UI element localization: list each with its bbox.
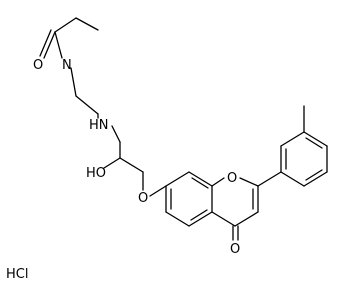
bond-n-ch2 — [70, 67, 77, 97]
bond-ring-b2 — [239, 177, 259, 187]
bond-ring-a-inner2 — [190, 209, 208, 221]
atom-labels: O N HN HO O O O — [33, 58, 240, 257]
bond-ch-ch2 — [119, 157, 144, 173]
bond-carbonyl-2 — [39, 29, 52, 57]
bond-ch2-ch2 — [75, 95, 99, 115]
bond-ring-c-inner3 — [305, 169, 323, 181]
amine-label: HN — [89, 118, 109, 133]
bond-ring-a5 — [165, 211, 190, 227]
bond-ethyl-2 — [54, 17, 77, 33]
bond-carbonyl-1 — [43, 31, 56, 59]
bond-ring-b4 — [234, 211, 259, 227]
salt-label: HCl — [6, 267, 28, 282]
hydroxyl-label: HO — [86, 166, 106, 181]
bond-c2-aryl — [257, 171, 282, 187]
bond-o-aryl — [149, 185, 167, 197]
bond-ring-c3 — [303, 131, 328, 147]
bond-nh-ch2 — [111, 125, 121, 143]
bond-ch-oh — [103, 157, 121, 169]
bond-ring-a-inner1 — [191, 177, 209, 189]
amide-nitrogen-label: N — [62, 58, 72, 73]
bond-ring-c-inner2 — [305, 137, 323, 149]
bond-ring-b5 — [211, 211, 236, 227]
ether-oxygen-label: O — [138, 191, 148, 206]
bond-ring-c5 — [303, 171, 328, 187]
amide-oxygen-label: O — [33, 58, 43, 73]
bond-ring-c6 — [280, 171, 305, 187]
bond-ethyl-1 — [75, 17, 99, 31]
bond-lines — [39, 17, 328, 241]
bond-amide-cn — [54, 31, 63, 59]
bond-ring-b1 — [211, 177, 225, 187]
bond-ring-c2 — [280, 131, 305, 147]
carbonyl-oxygen-label: O — [230, 242, 240, 257]
bond-ring-a2 — [188, 171, 213, 187]
bond-ring-a1 — [165, 171, 190, 187]
bond-ring-a4 — [188, 211, 213, 227]
ring-oxygen-label: O — [227, 171, 237, 186]
